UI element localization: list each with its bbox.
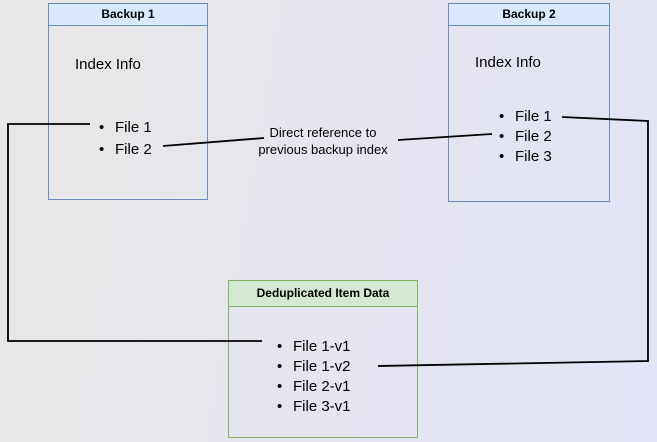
list-item: File 2-v1 bbox=[277, 377, 351, 397]
list-item: File 1-v2 bbox=[277, 357, 351, 377]
backup1-title: Backup 1 bbox=[49, 4, 207, 26]
backup1-box: Backup 1 Index Info File 1File 2 bbox=[48, 3, 208, 200]
list-item: File 1 bbox=[499, 107, 552, 127]
backup1-file-list: File 1File 2 bbox=[99, 117, 152, 161]
list-item: File 1-v1 bbox=[277, 337, 351, 357]
backup2-box: Backup 2 Index Info File 1File 2File 3 bbox=[448, 3, 610, 202]
list-item: File 3-v1 bbox=[277, 397, 351, 417]
deduplicated-item-data-box: Deduplicated Item Data File 1-v1File 1-v… bbox=[228, 280, 418, 438]
list-item: File 1 bbox=[99, 117, 152, 139]
backup2-file-list: File 1File 2File 3 bbox=[499, 107, 552, 167]
list-item: File 2 bbox=[499, 127, 552, 147]
list-item: File 3 bbox=[499, 147, 552, 167]
backup2-subtitle: Index Info bbox=[475, 54, 541, 71]
deduplicated-file-list: File 1-v1File 1-v2File 2-v1File 3-v1 bbox=[277, 337, 351, 417]
deduplicated-item-data-title: Deduplicated Item Data bbox=[229, 281, 417, 307]
backup1-subtitle: Index Info bbox=[75, 56, 141, 73]
backup2-title: Backup 2 bbox=[449, 4, 609, 26]
direct-reference-label: Direct reference to previous backup inde… bbox=[258, 125, 388, 157]
list-item: File 2 bbox=[99, 139, 152, 161]
